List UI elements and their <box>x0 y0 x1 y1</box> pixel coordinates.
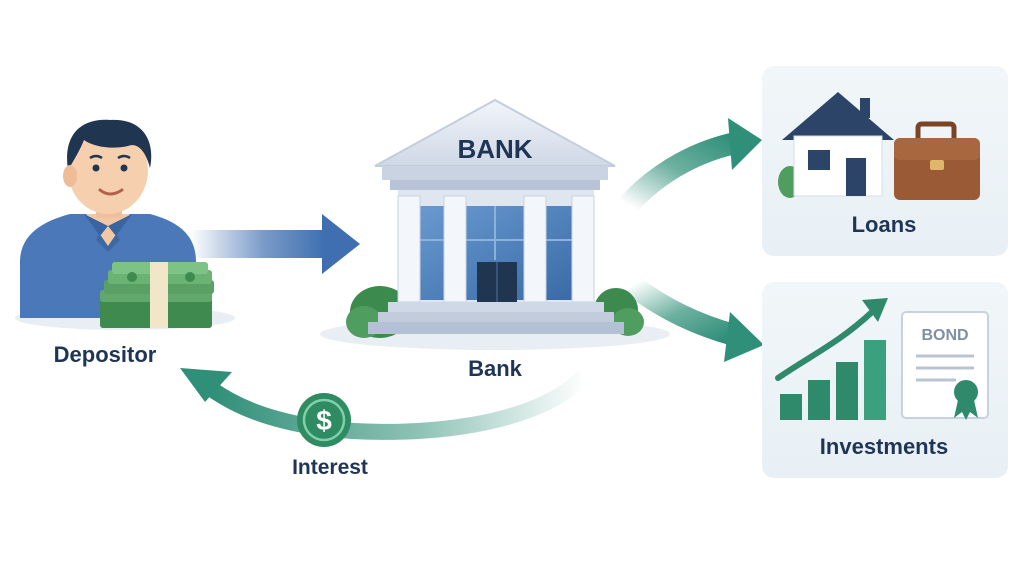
cash-stack-icon <box>100 262 214 328</box>
loans-arrow <box>619 118 762 213</box>
bar-chart-icon <box>780 340 886 420</box>
trend-arrow-icon <box>775 298 888 381</box>
investments-label: Investments <box>819 434 949 459</box>
investments-arrow <box>625 276 764 362</box>
deposit-arrow <box>190 214 360 274</box>
dollar-coin-icon <box>297 393 351 447</box>
depositor-label: Depositor <box>53 342 157 367</box>
briefcase-icon <box>894 121 980 200</box>
interest-return-arrow <box>180 368 591 440</box>
bank-label: Bank <box>468 356 522 381</box>
bank-building-icon <box>346 98 644 338</box>
person-icon <box>20 119 196 318</box>
bond-certificate-icon <box>901 311 989 420</box>
house-icon <box>778 92 894 198</box>
bond-title: BOND <box>921 327 968 344</box>
coin-symbol: $ <box>316 405 332 436</box>
loans-label: Loans <box>851 212 917 237</box>
interest-label: Interest <box>292 456 368 479</box>
bank-sign: BANK <box>457 134 532 164</box>
